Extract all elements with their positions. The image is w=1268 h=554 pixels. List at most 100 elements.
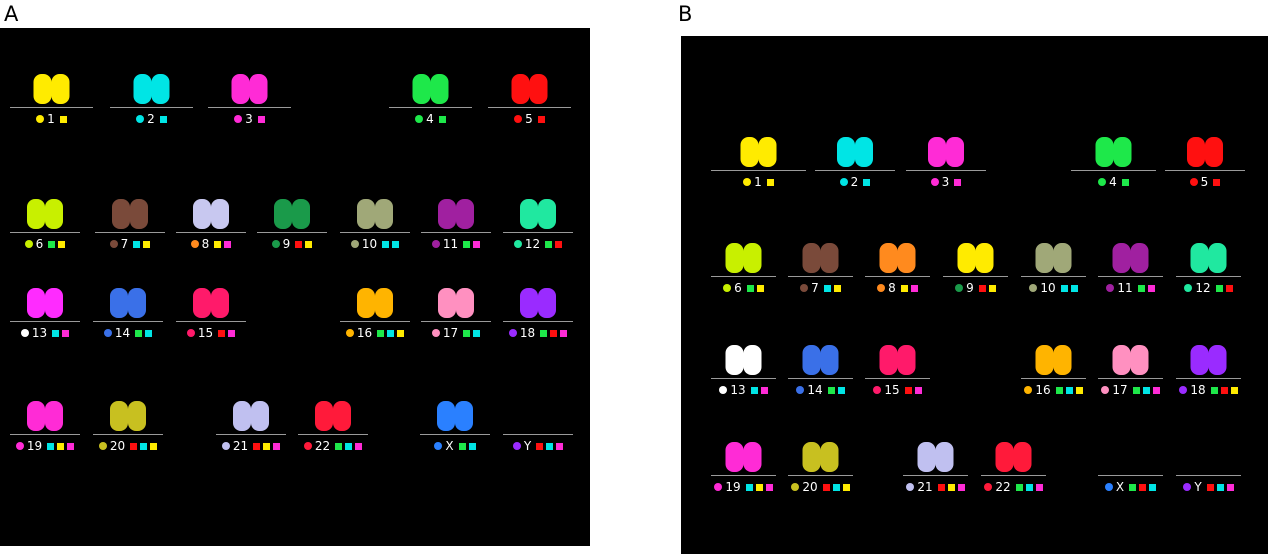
chromosome-number: 9: [966, 281, 974, 295]
baseline: [421, 321, 491, 322]
fluor-square-icon: [556, 442, 564, 450]
chromosome-image: [437, 401, 473, 431]
fluor-square-icon: [1142, 386, 1150, 394]
chromosome-number: 11: [442, 237, 459, 251]
fluor-square-icon: [57, 442, 65, 450]
chromosome-label: 18: [1176, 384, 1241, 396]
fluor-square-icon: [305, 240, 313, 248]
fluor-square-icon: [1137, 284, 1145, 292]
chromosome-8: 8: [865, 243, 930, 314]
color-dot-icon: [508, 329, 517, 337]
fluor-square-icon: [765, 483, 773, 491]
baseline: [1098, 276, 1163, 277]
chromosome-number: Y: [523, 439, 532, 453]
chromatid-2: [1113, 137, 1132, 167]
chromosome-1: 1: [10, 74, 93, 145]
chromosome-number: 21: [232, 439, 249, 453]
baseline: [340, 232, 410, 233]
chromosome-label: 5: [488, 113, 571, 125]
fluor-square-icon: [1206, 483, 1214, 491]
fluor-square-icon: [214, 240, 222, 248]
chromosome-number: 18: [1190, 383, 1206, 397]
chromosome-3: 3: [906, 137, 986, 208]
chromatid-1: [1095, 137, 1114, 167]
chromatid-1: [110, 401, 128, 431]
chromatid-1: [1190, 345, 1209, 375]
fluor-square-icon: [540, 329, 548, 337]
chromosome-number: 6: [734, 281, 742, 295]
fluor-square-icon: [468, 442, 476, 450]
color-dot-icon: [1189, 178, 1198, 186]
chromatid-2: [820, 345, 839, 375]
fluor-square-icon: [904, 386, 912, 394]
chromatid-1: [928, 137, 946, 167]
color-dot-icon: [1024, 386, 1033, 394]
fluor-square-icon: [555, 240, 563, 248]
chromosome-16: 16: [340, 288, 410, 359]
chromatid-2: [897, 345, 916, 375]
chromatid-2: [45, 288, 63, 318]
chromosome-14: 14: [93, 288, 163, 359]
chromosome-16: 16: [1021, 345, 1086, 416]
chromosome-label: 18: [503, 327, 573, 339]
chromosome-x: X: [1098, 473, 1163, 513]
chromosome-number: 18: [519, 326, 536, 340]
chromosome-image: [1190, 243, 1227, 273]
fluor-square-icon: [1225, 284, 1233, 292]
baseline: [788, 276, 853, 277]
chromosome-number: 13: [730, 383, 746, 397]
chromosome-number: 21: [917, 480, 933, 494]
chromosome-label: 4: [1071, 176, 1156, 188]
chromosome-number: 1: [754, 175, 762, 189]
color-dot-icon: [15, 442, 24, 450]
fluor-square-icon: [1152, 386, 1160, 394]
chromatid-2: [249, 74, 268, 104]
chromosome-17: 17: [1098, 345, 1163, 416]
chromosome-image: [193, 199, 229, 229]
fluor-square-icon: [988, 284, 996, 292]
color-dot-icon: [1104, 483, 1113, 491]
chromosome-number: 5: [1200, 175, 1209, 189]
chromosome-label: 20: [93, 440, 163, 452]
chromosome-label: 17: [421, 327, 491, 339]
chromatid-2: [935, 442, 954, 472]
baseline: [95, 232, 165, 233]
chromatid-1: [995, 442, 1014, 472]
baseline: [711, 378, 776, 379]
fluor-square-icon: [1213, 178, 1221, 186]
fluor-square-icon: [1210, 386, 1218, 394]
chromatid-2: [375, 199, 393, 229]
chromosome-image: [1095, 137, 1132, 167]
chromatid-2: [1053, 243, 1072, 273]
chromosome-number: 10: [1040, 281, 1056, 295]
fluor-square-icon: [978, 284, 986, 292]
color-dot-icon: [984, 483, 993, 491]
fluor-square-icon: [546, 442, 554, 450]
chromosome-image: [802, 243, 839, 273]
color-dot-icon: [513, 240, 522, 248]
color-dot-icon: [20, 329, 29, 337]
baseline: [1165, 170, 1245, 171]
chromatid-2: [151, 74, 170, 104]
color-dot-icon: [24, 240, 33, 248]
chromosome-3: 3: [208, 74, 291, 145]
chromosome-label: 8: [865, 282, 930, 294]
chromosome-9: 9: [257, 199, 327, 270]
chromatid-2: [897, 243, 916, 273]
fluor-square-icon: [150, 442, 158, 450]
fluor-square-icon: [863, 178, 871, 186]
fluor-square-icon: [842, 483, 850, 491]
color-dot-icon: [303, 442, 312, 450]
baseline: [943, 276, 1008, 277]
baseline: [711, 276, 776, 277]
chromatid-2: [743, 442, 762, 472]
chromosome-11: 11: [421, 199, 491, 270]
fluor-square-icon: [1060, 284, 1068, 292]
chromosome-number: 4: [426, 112, 434, 126]
chromatid-2: [430, 74, 449, 104]
chromosome-image: [520, 199, 556, 229]
baseline: [711, 475, 776, 476]
color-dot-icon: [186, 329, 195, 337]
baseline: [906, 170, 986, 171]
chromosome-8: 8: [176, 199, 246, 270]
